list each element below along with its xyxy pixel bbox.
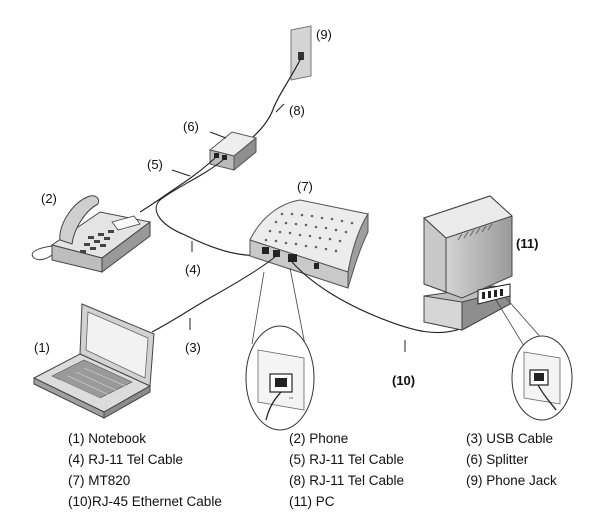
- legend-item: (10)RJ-45 Ethernet Cable: [68, 494, 222, 509]
- zoom-modem-ports: •••: [245, 267, 315, 431]
- callout-4: (4): [185, 262, 201, 277]
- cable-5: [139, 157, 216, 213]
- legend-item: (2) Phone: [289, 431, 349, 446]
- legend-item: (7) MT820: [68, 473, 131, 488]
- callout-3: (3): [185, 340, 201, 355]
- telephone: [31, 195, 152, 273]
- legend-item: (4) RJ-11 Tel Cable: [68, 452, 184, 467]
- callout-11: (11): [516, 236, 539, 251]
- callout-7: (7): [297, 179, 313, 194]
- callout-9: (9): [316, 27, 332, 42]
- legend-column-1: (1) Notebook (4) RJ-11 Tel Cable (7) MT8…: [68, 428, 222, 512]
- legend-column-2: (2) Phone (5) RJ-11 Tel Cable (8) RJ-11 …: [289, 428, 404, 512]
- legend-item: (3) USB Cable: [466, 431, 554, 446]
- legend-item: (8) RJ-11 Tel Cable: [289, 473, 405, 488]
- cable-3: [151, 255, 277, 333]
- callout-6: (6): [183, 119, 199, 134]
- legend-item: (5) RJ-11 Tel Cable: [289, 452, 405, 467]
- cable-4: [155, 159, 263, 256]
- svg-text:•••: •••: [289, 395, 294, 400]
- legend-item: (11) PC: [289, 494, 335, 509]
- legend-column-3: (3) USB Cable (6) Splitter (9) Phone Jac…: [466, 428, 557, 491]
- legend-item: (1) Notebook: [68, 431, 147, 446]
- legend-item: (6) Splitter: [466, 452, 529, 467]
- callout-8: (8): [289, 103, 305, 118]
- arrow-5: [171, 169, 191, 177]
- notebook: [32, 303, 155, 419]
- callout-2: (2): [41, 191, 57, 206]
- modem-mt820: [249, 199, 369, 289]
- arrow-8: [275, 103, 285, 113]
- callout-5: (5): [147, 157, 163, 172]
- zoom-pc-port: [495, 297, 573, 421]
- desktop-pc: [423, 195, 513, 331]
- callout-1: (1): [34, 340, 50, 355]
- arrow-6: [209, 131, 227, 139]
- legend-item: (9) Phone Jack: [466, 473, 557, 488]
- splitter: [208, 131, 258, 172]
- callout-10: (10): [392, 373, 416, 388]
- cable-8: [251, 57, 302, 139]
